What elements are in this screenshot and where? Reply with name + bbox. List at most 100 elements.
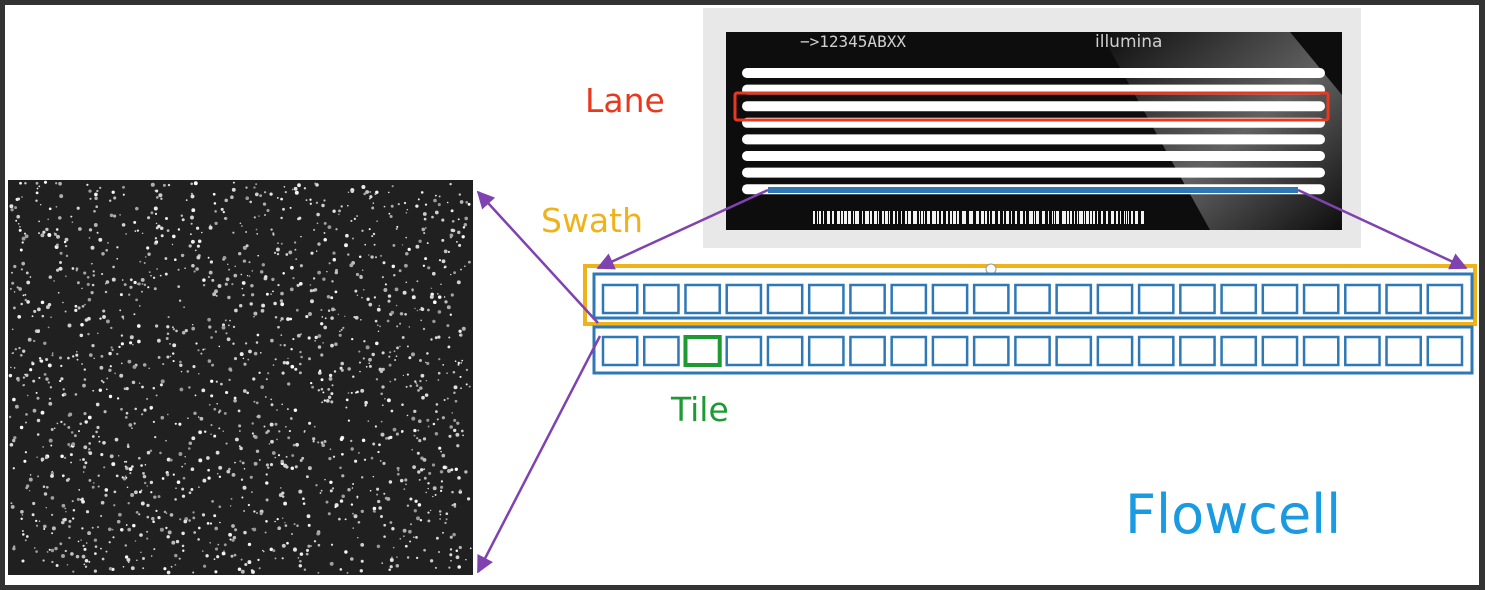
barcode-bar [848,211,851,224]
cluster-dot [112,536,115,539]
cluster-dot [19,425,24,430]
cluster-dot [281,543,286,548]
cluster-dot [274,520,276,523]
cluster-dot [371,235,374,238]
cluster-dot [258,215,260,217]
cluster-dot [24,421,28,424]
cluster-dot [180,370,183,373]
cluster-dot [169,458,173,462]
cluster-dot [13,291,16,293]
cluster-dot [380,420,383,423]
cluster-dot [88,228,93,232]
cluster-dot [307,466,312,471]
cluster-dot [144,256,147,258]
cluster-dot [436,418,439,421]
cluster-dot [143,408,147,412]
cluster-dot [160,379,165,384]
cluster-dot [246,391,250,395]
cluster-dot [77,306,81,310]
cluster-dot [277,454,281,457]
cluster-dot [106,388,108,391]
cluster-dot [256,233,259,235]
cluster-dot [244,342,248,345]
barcode-bar [1126,211,1127,224]
cluster-dot [353,316,356,319]
cluster-dot [287,357,289,360]
cluster-dot [241,461,245,465]
cluster-dot [163,567,167,571]
cluster-dot [134,490,138,495]
cluster-dot [406,373,409,376]
cluster-dot [138,490,142,494]
cluster-dot [129,285,133,289]
cluster-dot [331,487,335,490]
cluster-dot [22,533,25,536]
cluster-dot [11,352,14,355]
cluster-dot [190,194,195,199]
cluster-dot [321,443,326,448]
cluster-dot [289,206,292,209]
cluster-dot [62,519,66,522]
cluster-dot [146,397,149,400]
cluster-dot [368,357,372,362]
cluster-dot [91,435,95,438]
cluster-dot [63,423,66,426]
cluster-dot [190,192,193,195]
cluster-dot [449,313,452,316]
cluster-dot [426,361,430,366]
cluster-dot [240,478,244,481]
cluster-dot [245,231,248,233]
cluster-dot [298,489,303,494]
cluster-dot [190,222,193,225]
cluster-dot [217,284,222,288]
cluster-dot [411,290,414,292]
cluster-dot [191,436,196,441]
cluster-dot [381,562,384,564]
cluster-dot [338,333,342,337]
cluster-dot [269,547,274,552]
cluster-dot [190,467,195,472]
cluster-dot [114,437,119,442]
cluster-dot [422,212,427,216]
cluster-dot [438,510,442,513]
cluster-dot [207,275,211,279]
cluster-dot [146,450,151,455]
cluster-dot [190,182,193,186]
cluster-dot [38,232,40,235]
cluster-dot [59,379,62,383]
cluster-dot [411,352,415,357]
cluster-dot [377,450,380,454]
cluster-dot [340,368,344,372]
cluster-dot [40,233,45,238]
cluster-dot [394,287,399,292]
cluster-dot [305,199,308,201]
cluster-dot [239,446,243,451]
swath-arrow-right [1297,188,1468,270]
cluster-dot [327,512,331,516]
cluster-dot [255,341,259,344]
cluster-dot [446,201,449,204]
cluster-dot [239,460,242,463]
cluster-dot [172,343,177,348]
cluster-dot [238,303,243,308]
cluster-dot [95,402,100,407]
cluster-dot [243,510,245,512]
cluster-dot [334,505,337,509]
cluster-dot [67,323,72,328]
cluster-dot [158,193,163,198]
cluster-dot [434,336,438,340]
cluster-dot [222,430,224,432]
cluster-dot [333,370,337,373]
cluster-dot [469,547,472,550]
cluster-dot [331,280,334,283]
cluster-dot [461,326,466,331]
cluster-dot [449,425,453,429]
cluster-dot [11,328,14,331]
cluster-dot [108,541,111,544]
cluster-dot [126,486,129,489]
cluster-dot [275,247,280,252]
cluster-dot [345,406,348,409]
cluster-dot [399,478,404,483]
cluster-dot [129,472,132,475]
cluster-dot [385,437,388,440]
